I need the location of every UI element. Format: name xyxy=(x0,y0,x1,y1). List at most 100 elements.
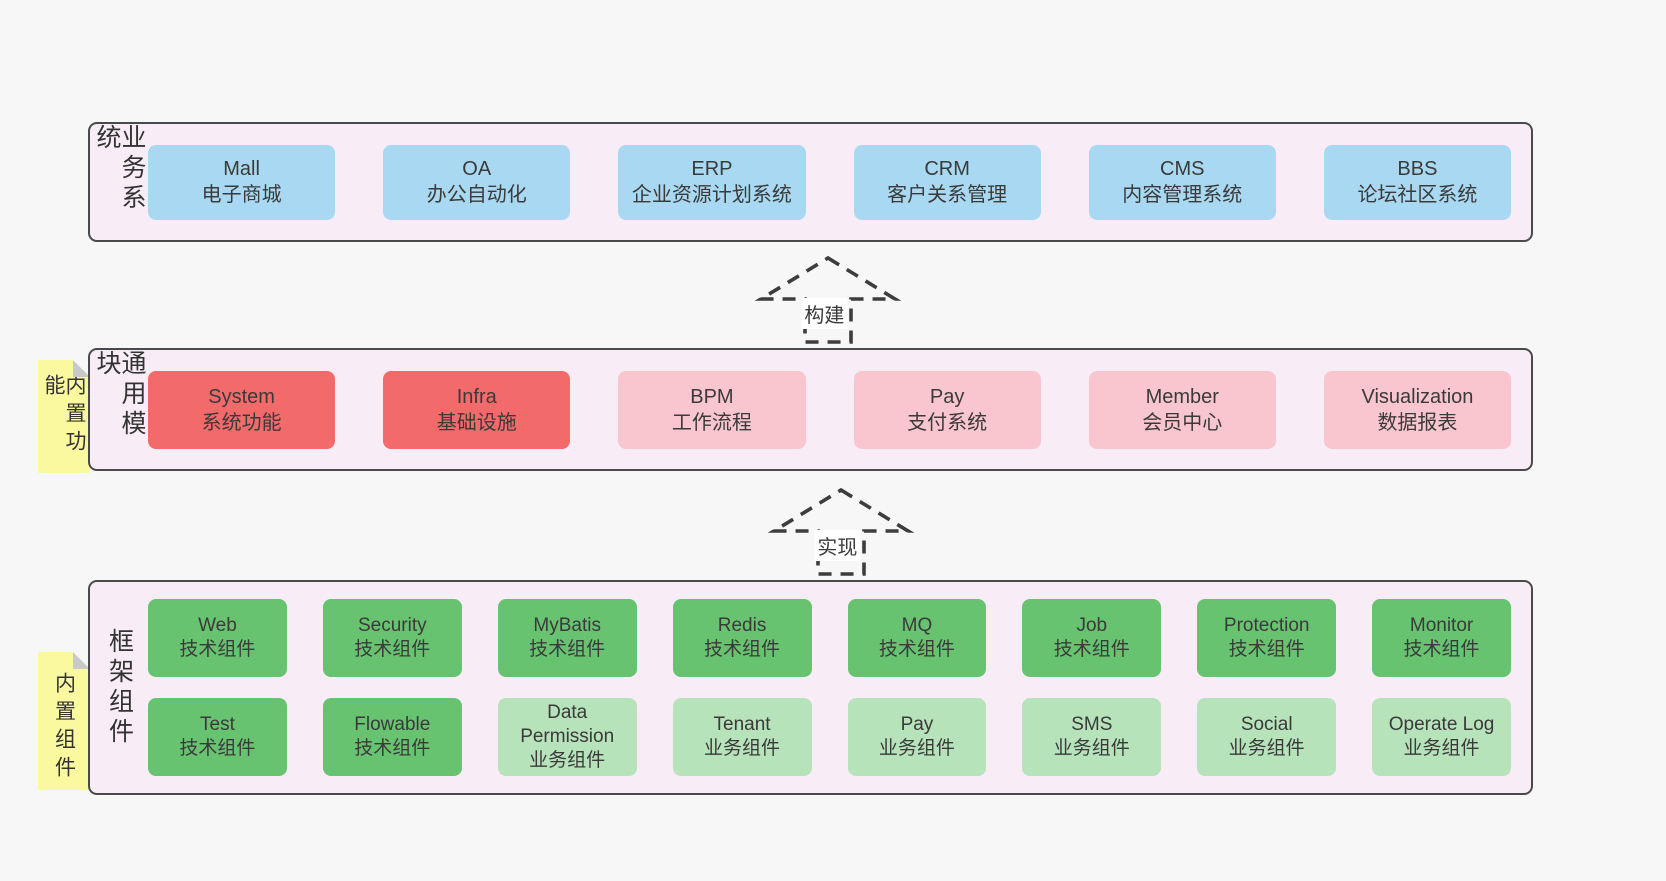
box-subtitle: 技术组件 xyxy=(1053,639,1130,660)
box-crm: CRM 客户关系管理 xyxy=(853,144,1041,220)
box-subtitle: 系统功能 xyxy=(201,411,282,434)
box-title: Security xyxy=(357,615,427,637)
box-title: BBS xyxy=(1397,158,1438,180)
box-bbs: BBS 论坛社区系统 xyxy=(1323,144,1512,220)
box-subtitle: 论坛社区系统 xyxy=(1357,184,1478,206)
box-title: Flowable xyxy=(354,714,431,736)
section-label-framework-components: 框架组件 xyxy=(105,627,134,748)
box-title: Pay xyxy=(900,714,934,736)
sticky-note-built-in-components: 内置组件 xyxy=(38,652,90,790)
box-bpm: BPM 工作流程 xyxy=(618,370,806,449)
sticky-note-label: 内置功能 xyxy=(42,374,86,458)
box-title: Social xyxy=(1240,714,1293,736)
box-oa: OA 办公自动化 xyxy=(383,144,571,220)
box-title: SMS xyxy=(1071,714,1113,736)
box-subtitle: 会员中心 xyxy=(1142,411,1223,434)
box-subtitle: 内容管理系统 xyxy=(1122,184,1243,206)
box-subtitle: 业务组件 xyxy=(1053,738,1130,759)
box-rows: Mall 电子商城 OA 办公自动化 ERP 企业资源计划系统 CRM 客户关系管理 CMS 内容… xyxy=(148,124,1531,240)
box-subtitle: 业务组件 xyxy=(529,749,606,771)
box-visualization: Visualization 数据报表 xyxy=(1323,370,1512,449)
arrow-label: 实现 xyxy=(814,530,861,561)
box-title: CMS xyxy=(1160,158,1205,180)
section-business-systems: 业务系统 Mall 电子商城 OA 办公自动化 ERP 企业资源计划系统 CRM 客户关系管理… xyxy=(88,122,1533,242)
box-title: Data Permission xyxy=(520,702,615,748)
block-arrow-up-icon xyxy=(755,255,901,344)
box-subtitle: 业务组件 xyxy=(704,738,781,759)
sticky-note-label: 内置组件 xyxy=(52,672,76,784)
box-title: MyBatis xyxy=(533,615,601,637)
box-title: Redis xyxy=(717,615,767,637)
box-subtitle: 业务组件 xyxy=(1228,738,1305,759)
box-subtitle: 企业资源计划系统 xyxy=(631,184,792,206)
box-subtitle: 技术组件 xyxy=(179,738,256,759)
box-mall: Mall 电子商城 xyxy=(148,144,336,220)
block-arrow-up-icon xyxy=(768,487,914,576)
box-subtitle: 技术组件 xyxy=(179,639,256,660)
box-title: OA xyxy=(462,158,492,180)
box-subtitle: 工作流程 xyxy=(671,411,752,434)
box-title: Web xyxy=(198,615,237,637)
box-subtitle: 业务组件 xyxy=(1403,738,1480,759)
box-title: Protection xyxy=(1223,615,1310,637)
box-title: Infra xyxy=(456,385,497,408)
box-title: Monitor xyxy=(1409,615,1474,637)
box-title: BPM xyxy=(690,385,734,408)
box-subtitle: 技术组件 xyxy=(1403,639,1480,660)
box-subtitle: 技术组件 xyxy=(529,639,606,660)
box-subtitle: 办公自动化 xyxy=(426,184,527,206)
box-title: Tenant xyxy=(713,714,771,736)
box-subtitle: 客户关系管理 xyxy=(887,184,1008,206)
box-subtitle: 电子商城 xyxy=(201,184,282,206)
box-subtitle: 数据报表 xyxy=(1377,411,1458,434)
box-title: System xyxy=(208,385,275,408)
box-subtitle: 技术组件 xyxy=(704,639,781,660)
box-title: Visualization xyxy=(1361,385,1474,408)
arrow-label: 构建 xyxy=(801,298,848,329)
box-cms: CMS 内容管理系统 xyxy=(1088,144,1276,220)
box-subtitle: 业务组件 xyxy=(878,738,955,759)
box-title: Operate Log xyxy=(1388,714,1495,736)
section-label-business-systems: 业务系统 xyxy=(93,124,146,214)
box-title: Mall xyxy=(223,158,260,180)
box-title: Job xyxy=(1076,615,1108,637)
box-subtitle: 技术组件 xyxy=(354,639,431,660)
arrow-up-implement: 实现 xyxy=(768,486,914,576)
box-row: Mall 电子商城 OA 办公自动化 ERP 企业资源计划系统 CRM 客户关系管理 CMS 内容… xyxy=(148,144,1512,220)
box-title: ERP xyxy=(691,158,733,180)
box-infra: Infra 基础设施 xyxy=(383,370,571,449)
section-label-general-modules: 通用模块 xyxy=(93,350,146,440)
box-subtitle: 技术组件 xyxy=(354,738,431,759)
box-title: CRM xyxy=(924,158,970,180)
box-title: Pay xyxy=(929,385,965,408)
box-title: MQ xyxy=(901,615,933,637)
box-subtitle: 基础设施 xyxy=(436,411,517,434)
box-subtitle: 技术组件 xyxy=(878,639,955,660)
box-subtitle: 技术组件 xyxy=(1228,639,1305,660)
